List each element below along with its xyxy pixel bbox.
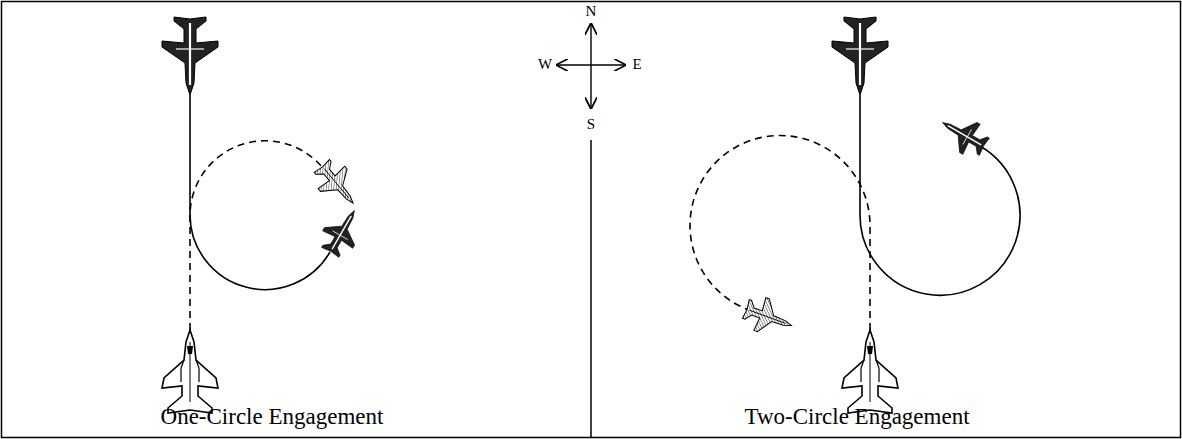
white-fighter-turning [309, 155, 367, 214]
panel-divider [590, 140, 592, 437]
dashed-track [690, 136, 870, 330]
dashed-track [190, 141, 322, 330]
white-fighter-turning [740, 293, 797, 342]
compass-letter: E [632, 56, 641, 73]
panel-caption: Two-Circle Engagement [744, 404, 969, 429]
dark-fighter [162, 17, 218, 95]
solid-track [860, 95, 1020, 295]
two-circle-paths [690, 95, 1020, 330]
panel-caption: One-Circle Engagement [161, 404, 384, 429]
compass-rose [557, 24, 625, 108]
dark-fighter-turning [934, 108, 993, 162]
white-fighter [842, 330, 898, 413]
compass-letter: W [538, 56, 552, 73]
solid-track [190, 95, 330, 290]
one-circle-paths [190, 95, 330, 330]
dark-fighter-turning [315, 202, 369, 261]
compass-letter: N [586, 3, 597, 20]
dark-fighter [832, 17, 888, 95]
white-fighter [162, 330, 218, 413]
compass-letter: S [587, 116, 595, 133]
